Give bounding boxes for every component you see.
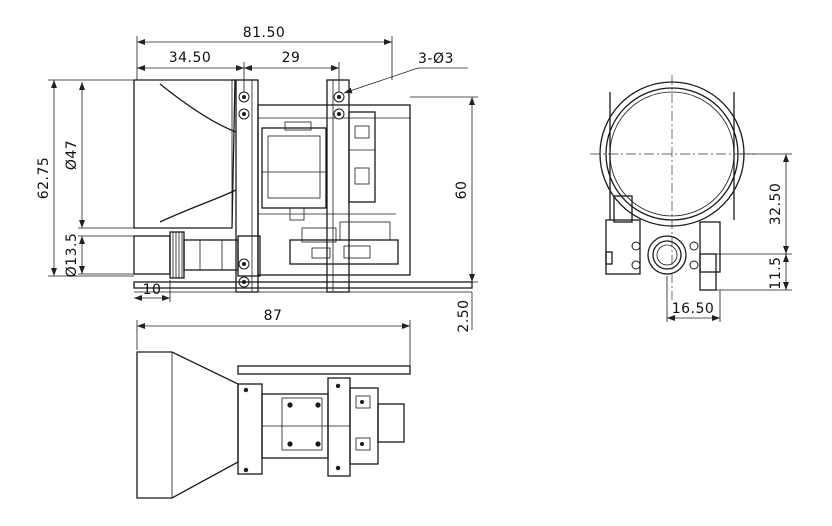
mounting-hole-bottom-left [238,258,250,270]
dim-overall-length: 81.50 [243,25,286,41]
side-mount-right [699,221,721,273]
dim-hole-spacing: 29 [282,50,301,66]
dim-side-offset: 16.50 [672,301,715,317]
mounting-hole-top-right [333,91,345,103]
dim-height: 62.75 [36,157,52,200]
top-base-plate [237,365,411,375]
cone-taper-lower [159,189,237,223]
tube-flange [237,235,261,277]
base-plate [133,281,473,289]
mounting-hole-top-left [238,91,250,103]
top-connector [377,403,405,443]
front-view [133,79,473,293]
dim-side-center-height: 32.50 [768,183,784,226]
top-side-module [349,387,379,465]
top-view: 87 [136,308,411,499]
mounting-hole-mid-right [333,108,345,120]
top-left-bracket [237,383,263,475]
dim-lens-diameter: Ø47 [64,140,80,170]
side-view: 32.50 11.5 16.50 [590,75,792,322]
tube-body [133,235,171,275]
top-right-bracket [327,377,351,477]
dim-body-height: 60 [454,181,470,200]
mounting-hole-mid-left [238,108,250,120]
cone-taper-upper [159,83,237,133]
side-bolts [605,241,699,270]
tube-fins [172,232,183,278]
top-hood-outline [136,351,239,499]
dim-holes: 3-Ø3 [418,51,454,67]
housing-box [257,104,411,276]
front-dimensions: 81.50 34.50 29 3-Ø3 62.75 Ø47 Ø13.5 60 [36,25,478,333]
sensor-module [261,127,327,209]
dim-base-length: 87 [264,308,283,324]
tube-end-inner [652,240,682,270]
dim-side-step: 11.5 [768,256,784,289]
tube-end-outer [647,235,687,275]
dim-hole-offset: 34.50 [169,50,212,66]
side-module [348,111,376,203]
tube-adapter [183,239,239,271]
dim-plate-thickness: 2.50 [456,299,472,332]
dim-tube-diameter: Ø13.5 [64,233,80,278]
dim-tube-length: 10 [143,282,162,298]
